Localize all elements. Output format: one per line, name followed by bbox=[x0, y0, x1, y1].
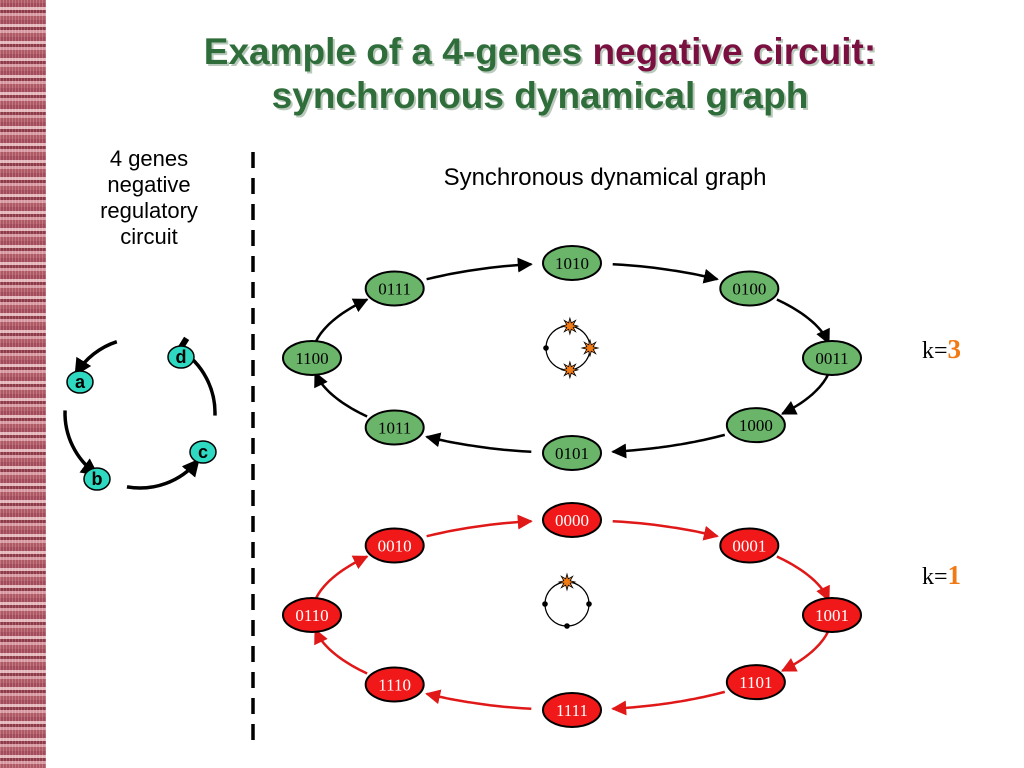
cycle-graph-k1: 0000 0001 1001 1101 1111 1110 0110 0010 bbox=[282, 502, 862, 728]
gene-node bbox=[167, 345, 195, 369]
state-node bbox=[725, 664, 786, 701]
slide-title: Example of a 4-genes negative circuit: s… bbox=[0, 30, 1024, 118]
transition-edge bbox=[314, 371, 368, 418]
star-icon bbox=[557, 572, 577, 592]
activation-edge bbox=[63, 410, 99, 476]
gene-label: d bbox=[176, 347, 187, 367]
graph-caption: Synchronous dynamical graph bbox=[443, 164, 767, 191]
transition-edge bbox=[776, 555, 830, 602]
dot-icon bbox=[542, 601, 548, 607]
dot-icon bbox=[586, 601, 592, 607]
state-node bbox=[542, 245, 602, 281]
transition-edge bbox=[314, 298, 369, 344]
state-label: 1111 bbox=[556, 701, 588, 720]
gene-label: c bbox=[198, 442, 208, 462]
k-label-bottom: k=1 bbox=[922, 560, 1002, 591]
state-node bbox=[282, 340, 342, 376]
circuit-caption-line: negative bbox=[107, 172, 191, 197]
state-node bbox=[364, 527, 425, 564]
state-label: 1101 bbox=[739, 673, 772, 692]
state-node bbox=[802, 597, 862, 633]
state-label: 0000 bbox=[555, 511, 589, 530]
state-node bbox=[282, 597, 342, 633]
circuit-caption-line: circuit bbox=[120, 224, 178, 249]
transition-edge bbox=[611, 433, 726, 459]
dot-icon bbox=[564, 623, 570, 629]
circuit-caption-line: 4 genes bbox=[109, 146, 189, 171]
state-node bbox=[364, 270, 425, 307]
title-prefix: Example of a 4-genes bbox=[203, 31, 583, 72]
state-label: 0011 bbox=[815, 349, 848, 368]
circuit-caption-line: regulatory bbox=[100, 198, 198, 223]
state-label: 0110 bbox=[295, 606, 328, 625]
state-label: 0100 bbox=[732, 280, 766, 299]
transition-edge bbox=[776, 298, 830, 345]
k-prefix: k= bbox=[922, 564, 948, 590]
state-label: 1011 bbox=[378, 418, 411, 437]
star-icon bbox=[560, 316, 580, 336]
k-value: 1 bbox=[947, 560, 962, 590]
gene-node bbox=[189, 440, 217, 464]
transition-edge bbox=[426, 514, 533, 538]
cycle-graph-k3: 1010 0100 0011 1000 0101 1011 1100 0111 bbox=[282, 245, 862, 471]
state-node bbox=[542, 435, 602, 471]
transition-edge bbox=[612, 519, 719, 541]
star-icon bbox=[560, 360, 580, 380]
state-label: 1010 bbox=[555, 254, 589, 273]
decorative-side-strip bbox=[0, 0, 46, 768]
state-node bbox=[542, 502, 602, 538]
transition-edge bbox=[780, 629, 830, 672]
gene-node bbox=[83, 467, 111, 491]
state-node bbox=[364, 666, 425, 703]
state-node bbox=[802, 340, 862, 376]
k-value: 3 bbox=[947, 334, 962, 364]
transition-edge bbox=[426, 257, 533, 281]
k-label-top: k=3 bbox=[922, 334, 1002, 365]
transition-edge bbox=[611, 690, 726, 716]
transition-edge bbox=[314, 555, 369, 601]
state-label: 1100 bbox=[295, 349, 328, 368]
gene-node bbox=[66, 370, 94, 394]
state-label: 0101 bbox=[555, 444, 589, 463]
regulatory-circuit: a b c d bbox=[63, 336, 217, 491]
state-node bbox=[719, 527, 780, 564]
state-label: 0001 bbox=[732, 537, 766, 556]
state-label: 1001 bbox=[815, 606, 849, 625]
gene-label: a bbox=[75, 372, 86, 392]
state-node bbox=[542, 692, 602, 728]
transition-edge bbox=[612, 262, 719, 284]
title-line-1: Example of a 4-genes negative circuit: bbox=[0, 30, 1024, 74]
state-node bbox=[725, 407, 786, 444]
transition-edge bbox=[425, 689, 532, 711]
k-prefix: k= bbox=[922, 338, 948, 364]
star-icon bbox=[580, 338, 600, 358]
transition-edge bbox=[425, 432, 532, 454]
state-label: 0111 bbox=[378, 280, 411, 299]
state-node bbox=[719, 270, 780, 307]
dot-icon bbox=[543, 345, 549, 351]
title-accent: negative circuit: bbox=[592, 31, 877, 72]
transition-edge bbox=[780, 372, 830, 415]
transition-edge bbox=[314, 628, 368, 675]
gene-label: b bbox=[92, 469, 103, 489]
state-label: 0010 bbox=[378, 537, 412, 556]
state-label: 1000 bbox=[739, 416, 773, 435]
title-line-2: synchronous dynamical graph bbox=[271, 75, 809, 116]
circuit-caption: 4 genes negative regulatory circuit bbox=[74, 146, 224, 250]
activation-edge bbox=[74, 340, 118, 377]
state-label: 1110 bbox=[378, 675, 411, 694]
state-node bbox=[364, 409, 425, 446]
activation-edge bbox=[126, 458, 200, 490]
